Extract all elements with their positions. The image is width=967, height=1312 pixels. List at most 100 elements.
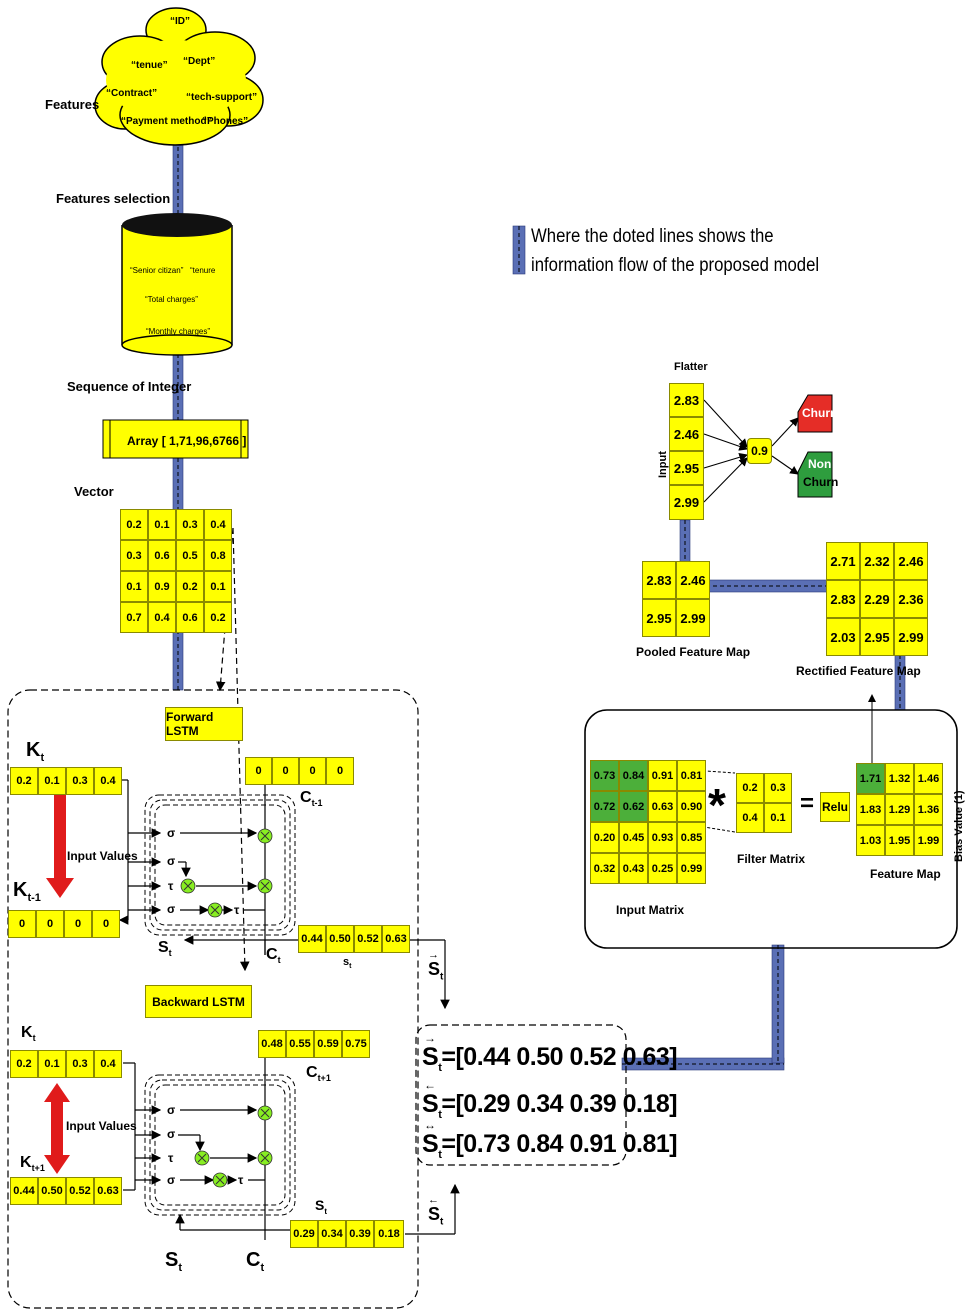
feature-map-cell: 1.99	[914, 825, 943, 856]
backward-k-cell: 0.1	[38, 1050, 66, 1078]
backward-arrow-label: ←St	[428, 1194, 444, 1228]
backward-kp1-cell: 0.63	[94, 1177, 122, 1205]
vector-cell: 0.8	[204, 540, 232, 571]
cloud-item-phones: “Phones”	[202, 116, 249, 127]
input-matrix-cell: 0.25	[648, 853, 677, 884]
backward-k-cell: 0.3	[66, 1050, 94, 1078]
forward-k-cell: 0.3	[66, 767, 94, 795]
input-matrix-cell: 0.43	[619, 853, 648, 884]
backward-s-cell: 0.34	[318, 1220, 346, 1248]
forward-s-cell: 0.63	[382, 925, 410, 953]
cloud-item-tenue: “tenue”	[131, 60, 168, 71]
backward-kp1-cell: 0.52	[66, 1177, 94, 1205]
filter-matrix-cell: 0.2	[736, 773, 764, 803]
input-matrix-cell: 0.84	[619, 760, 648, 791]
lstm-region	[7, 689, 419, 1309]
cnn-region	[584, 709, 958, 949]
flatten-cell: 2.83	[669, 383, 704, 417]
forward-km1-label: Kt-1	[13, 879, 41, 904]
database-cylinder	[121, 213, 233, 356]
vector-cell: 0.2	[204, 602, 232, 633]
backward-st-label: St	[165, 1249, 183, 1274]
rectified-cell: 2.29	[860, 580, 894, 618]
vector-cell: 0.9	[148, 571, 176, 602]
forward-input-values-label: Input Values	[67, 849, 138, 863]
non-churn-shape	[797, 451, 833, 498]
features-selection-label: Features selection	[56, 191, 171, 206]
forward-arrow-label: →St	[428, 949, 444, 983]
legend-line-1: Where the doted lines shows the	[531, 226, 774, 247]
backward-op-sigma-2: σ	[167, 1127, 176, 1141]
backward-kp1-cell: 0.44	[10, 1177, 38, 1205]
forward-st-label: St	[158, 939, 172, 959]
rectified-label: Rectified Feature Map	[796, 664, 921, 678]
input-matrix-cell: 0.91	[648, 760, 677, 791]
forward-k-label: Kt	[26, 739, 45, 764]
vector-label: Vector	[74, 484, 114, 499]
input-matrix-cell: 0.93	[648, 822, 677, 853]
input-matrix-cell: 0.45	[619, 822, 648, 853]
feature-map-cell: 1.03	[856, 825, 885, 856]
cloud-item-dept: “Dept”	[183, 56, 216, 67]
backward-s-cell: 0.29	[290, 1220, 318, 1248]
flatten-cell: 2.46	[669, 417, 704, 451]
backward-c-cell: 0.59	[314, 1030, 342, 1058]
db-item-total-charges: “Total charges”	[145, 295, 198, 304]
backward-s-cell: 0.18	[374, 1220, 404, 1248]
feature-map-cell: 1.71	[856, 763, 885, 794]
cloud-item-payment-method: “Payment method”	[121, 116, 212, 127]
pooled-cell: 2.95	[642, 599, 676, 637]
forward-lstm-title: Forward LSTM	[165, 707, 243, 741]
vector-cell: 0.6	[148, 540, 176, 571]
flow-pipes	[172, 139, 906, 1071]
vector-cell: 0.5	[176, 540, 204, 571]
forward-c-cell: 0	[272, 757, 299, 785]
vector-cell: 0.1	[120, 571, 148, 602]
combined-row-backward: ←St=[0.29 0.34 0.39 0.18]	[422, 1078, 678, 1121]
combined-region	[415, 1024, 627, 1166]
feature-map-label: Feature Map	[870, 867, 941, 881]
cloud-item-id: “ID”	[170, 16, 190, 27]
array-text: Array [ 1,71,96,6766 ]	[127, 434, 247, 448]
backward-kp1-label: Kt+1	[20, 1154, 45, 1174]
forward-km1-cell: 0	[64, 910, 92, 938]
forward-op-sigma-2: σ	[167, 854, 176, 868]
cloud-item-tech-support: “tech-support”	[186, 92, 258, 103]
flatten-title: Flatter	[674, 361, 708, 373]
backward-s-label: St	[315, 1197, 328, 1216]
flatten-cell: 2.99	[669, 485, 704, 520]
forward-op-sigma-1: σ	[167, 826, 176, 840]
db-item-monthly-charges: “Monthly charges”	[146, 327, 211, 336]
vector-cell: 0.1	[148, 509, 176, 540]
backward-input-values-label: Input Values	[66, 1119, 137, 1133]
backward-lstm-title: Backward LSTM	[145, 985, 252, 1018]
backward-op-tau-2: τ	[238, 1173, 244, 1187]
forward-km1-cell: 0	[8, 910, 36, 938]
rectified-cell: 2.95	[860, 618, 894, 656]
filter-matrix-label: Filter Matrix	[737, 852, 806, 866]
churn-label: Churn	[802, 406, 838, 420]
input-matrix-cell: 0.81	[677, 760, 706, 791]
convolution-star: *	[708, 779, 726, 831]
forward-s-cell: 0.44	[298, 925, 326, 953]
feature-map-cell: 1.46	[914, 763, 943, 794]
non-churn-label-1: Non	[808, 457, 832, 471]
rectified-cell: 2.03	[826, 618, 860, 656]
vector-cell: 0.3	[120, 540, 148, 571]
combined-row-forward: →St=[0.44 0.50 0.52 0.63]	[422, 1031, 678, 1074]
feature-map-cell: 1.83	[856, 794, 885, 825]
backward-k-cell: 0.2	[10, 1050, 38, 1078]
non-churn-label-2: Churn	[803, 475, 839, 489]
forward-km1-cell: 0	[92, 910, 120, 938]
vector-cell: 0.4	[204, 509, 232, 540]
vector-cell: 0.1	[204, 571, 232, 602]
backward-kp1-cell: 0.50	[38, 1177, 66, 1205]
forward-op-tau-1: τ	[168, 879, 174, 893]
vector-cell: 0.2	[120, 509, 148, 540]
forward-c-cell: 0	[299, 757, 326, 785]
forward-c-label: Ct-1	[300, 789, 323, 809]
backward-op-sigma-3: σ	[167, 1173, 176, 1187]
feature-map-cell: 1.95	[885, 825, 914, 856]
forward-s-cell: 0.50	[326, 925, 354, 953]
